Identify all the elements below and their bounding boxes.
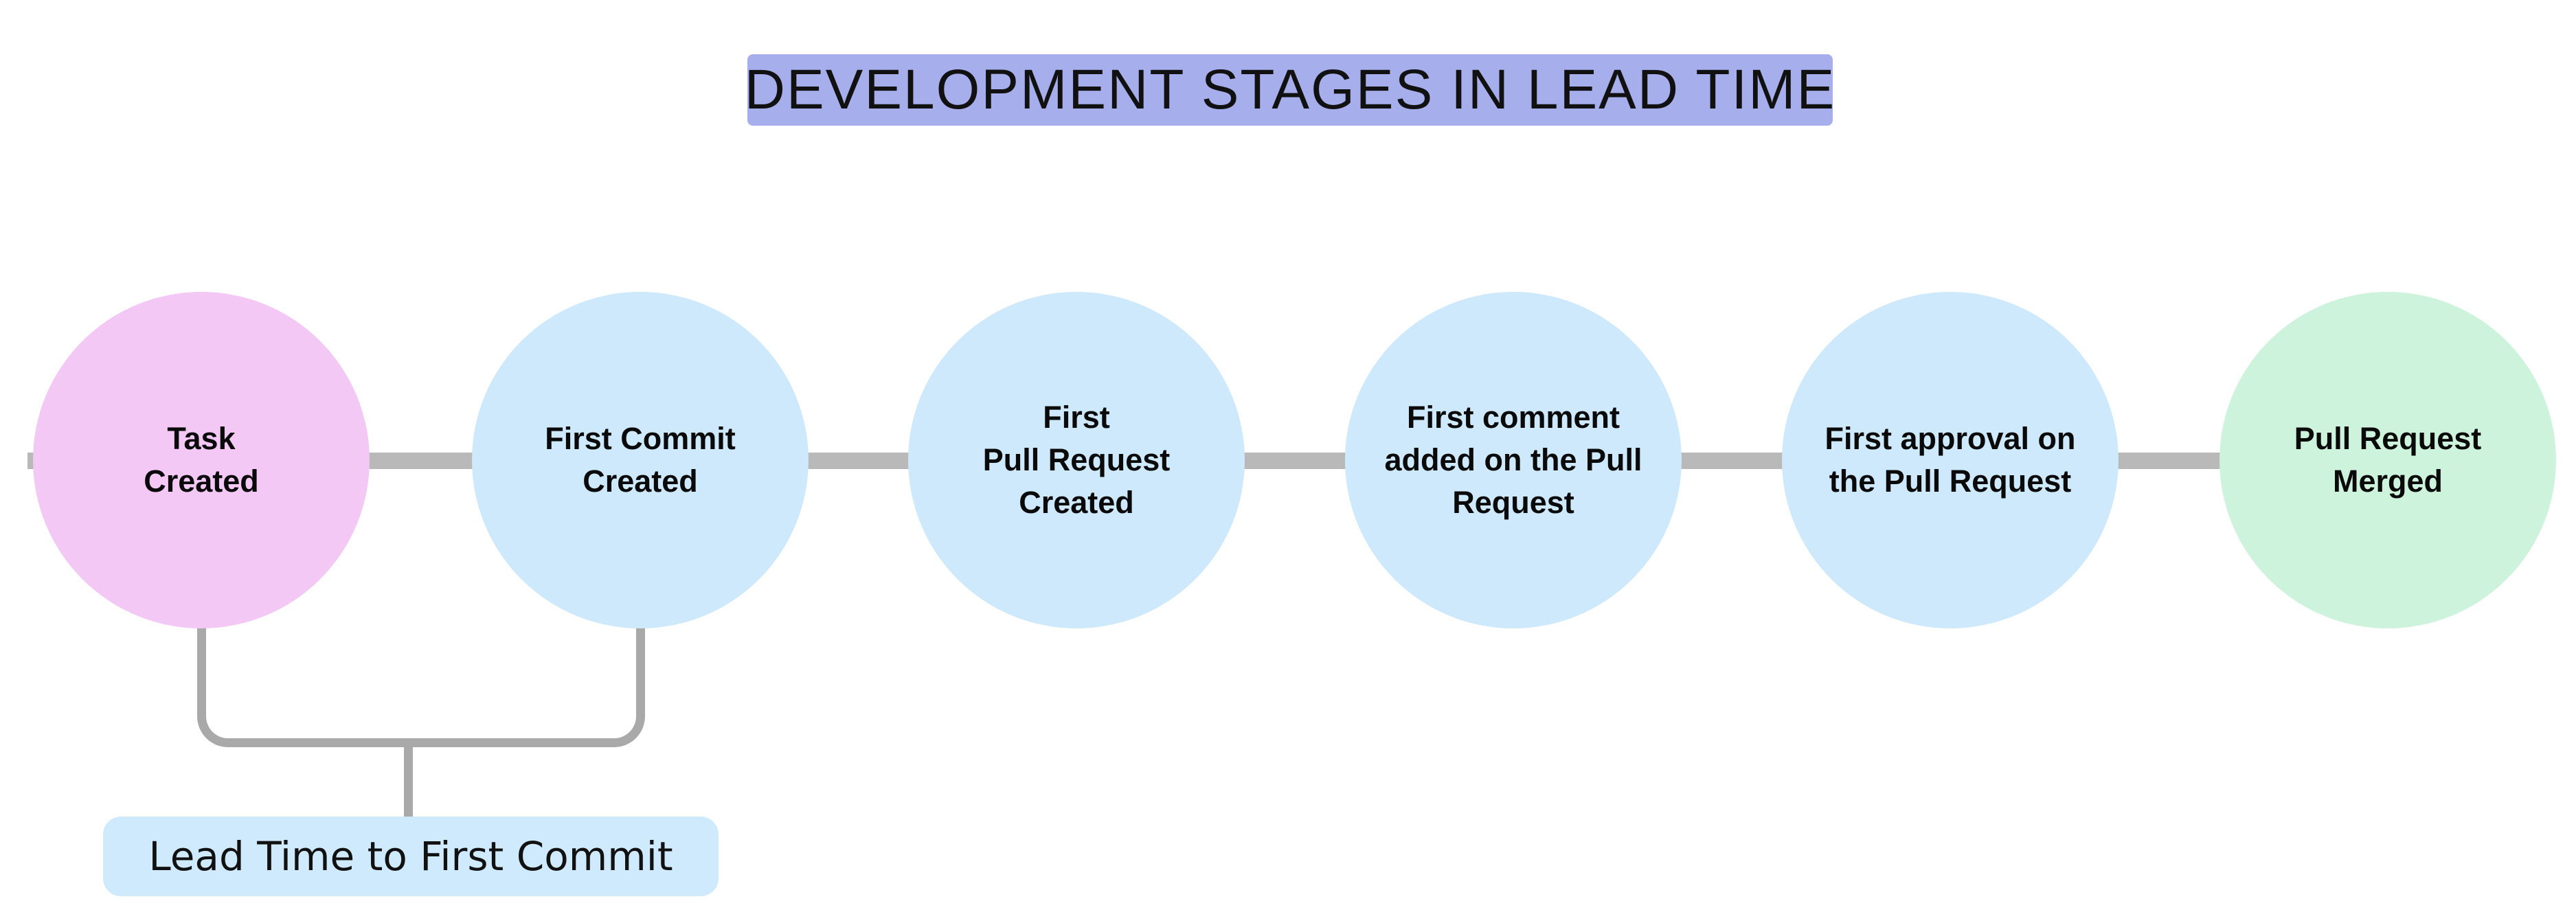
- lead-time-bracket: [197, 628, 645, 747]
- diagram-title: DEVELOPMENT STAGES IN LEAD TIME: [745, 54, 1834, 126]
- lead-time-bracket-stem: [404, 746, 413, 818]
- lead-time-label: Lead Time to First Commit: [103, 817, 719, 896]
